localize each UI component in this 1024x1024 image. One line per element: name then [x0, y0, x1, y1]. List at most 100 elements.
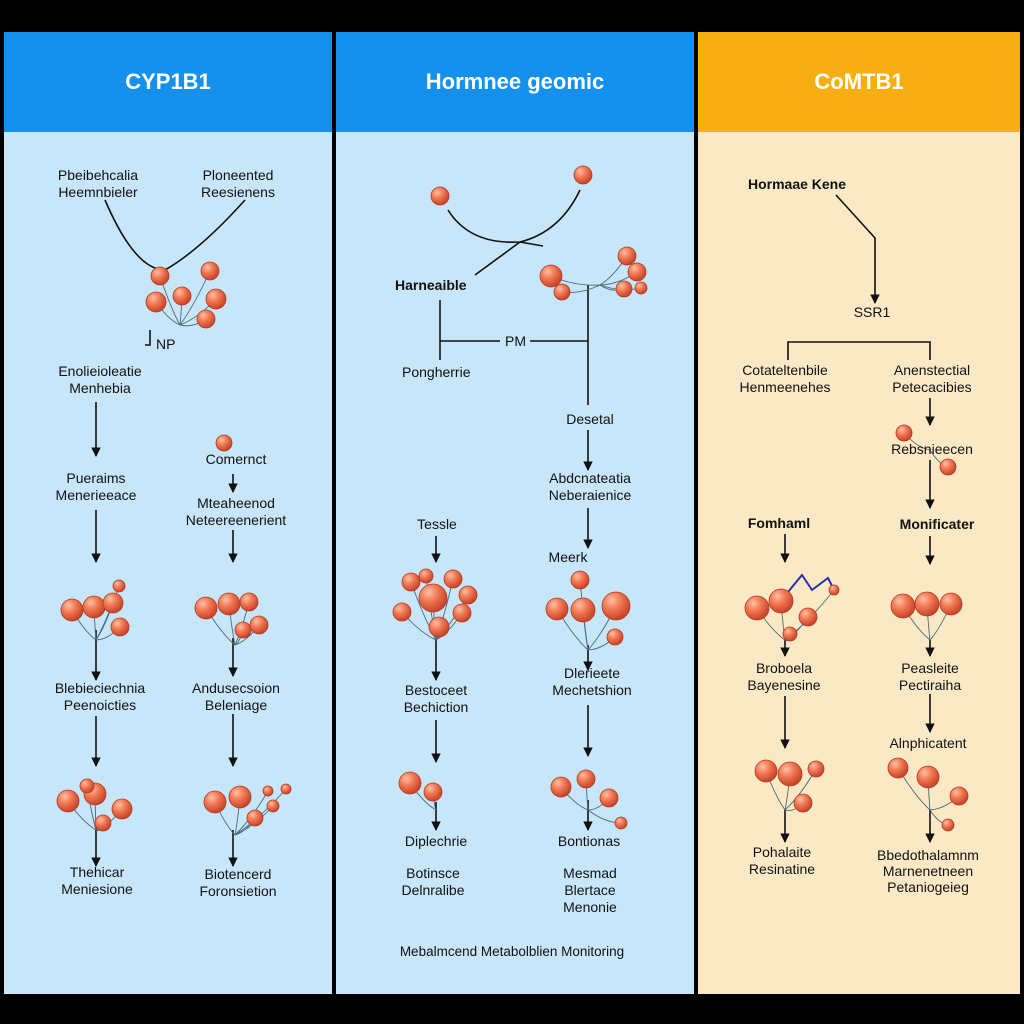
molecule-sphere — [949, 786, 969, 806]
cluster-1c — [194, 592, 269, 646]
molecule-sphere — [550, 776, 572, 798]
cluster-2b — [392, 568, 478, 641]
cluster-3b — [744, 584, 840, 642]
molecule-sphere — [601, 591, 631, 621]
molecule-sphere — [634, 281, 648, 295]
molecule-sphere — [895, 424, 913, 442]
molecule-sphere — [102, 592, 124, 614]
molecule-sphere — [94, 814, 112, 832]
panel-comtb1: CoMTB1 — [698, 32, 1020, 994]
molecule-sphere — [423, 782, 443, 802]
header-comtb1: CoMTB1 — [698, 32, 1020, 132]
header-hormone-geomic: Hormnee geomic — [336, 32, 694, 132]
molecule-sphere — [570, 570, 590, 590]
blue-link-line — [782, 573, 836, 599]
label-junction-pm: PM — [505, 333, 526, 349]
molecule-sphere — [418, 583, 448, 613]
molecule-sphere — [215, 434, 233, 452]
molecule-sphere — [887, 757, 909, 779]
cluster-1b — [60, 579, 130, 641]
molecule-sphere — [246, 809, 264, 827]
molecule-clusters — [56, 165, 969, 836]
cluster-3e — [887, 757, 969, 832]
molecule-sphere — [939, 458, 957, 476]
cluster-2a — [539, 246, 648, 301]
cluster-1a — [145, 261, 227, 329]
label-bont: Bontionas — [558, 833, 620, 849]
molecule-sphere — [939, 592, 963, 616]
molecule-sphere — [228, 785, 252, 809]
molecule-sphere — [570, 597, 596, 623]
molecule-sphere — [430, 186, 450, 206]
molecule-sphere — [110, 617, 130, 637]
label-right-2: Rebsnieecen — [891, 441, 973, 457]
label-tessle: Tessle — [417, 516, 457, 532]
molecule-sphere — [82, 595, 106, 619]
molecule-sphere — [266, 799, 280, 813]
molecule-sphere — [79, 778, 95, 794]
molecule-sphere — [941, 818, 955, 832]
cluster-2top-l — [430, 186, 450, 206]
molecule-sphere — [452, 603, 472, 623]
molecule-sphere — [239, 592, 259, 612]
molecule-sphere — [807, 760, 825, 778]
cluster-2e — [550, 769, 628, 830]
molecule-sphere — [606, 628, 624, 646]
molecule-sphere — [768, 588, 794, 614]
molecule-sphere — [249, 615, 269, 635]
label-monificater: Monificater — [900, 516, 975, 532]
label-right-1: Comernct — [206, 451, 267, 467]
molecule-sphere — [576, 769, 596, 789]
molecule-sphere — [398, 771, 422, 795]
molecule-sphere — [401, 572, 421, 592]
label-meerk: Meerk — [549, 549, 589, 565]
molecule-sphere — [203, 790, 227, 814]
molecule-sphere — [262, 785, 274, 797]
molecule-sphere — [617, 246, 637, 266]
molecule-sphere — [573, 165, 593, 185]
molecule-sphere — [150, 266, 170, 286]
label-desetal: Desetal — [566, 411, 613, 427]
cluster-1d — [56, 778, 133, 832]
molecule-sphere — [145, 291, 167, 313]
connector-lines — [91, 189, 935, 867]
label-junction-np: NP — [156, 336, 175, 352]
molecule-sphere — [615, 280, 633, 298]
cluster-2d — [398, 771, 443, 811]
cluster-1f — [215, 434, 233, 452]
header-cyp1b1: CYP1B1 — [4, 32, 332, 132]
label-fomhaml: Fomhaml — [748, 515, 810, 531]
molecule-sphere — [627, 262, 647, 282]
molecule-sphere — [539, 264, 563, 288]
molecule-sphere — [194, 596, 218, 620]
molecule-sphere — [914, 591, 940, 617]
molecule-sphere — [56, 789, 80, 813]
cluster-3c — [890, 591, 963, 641]
molecule-sphere — [280, 783, 292, 795]
molecule-sphere — [744, 595, 770, 621]
molecule-sphere — [418, 568, 434, 584]
cluster-2top-r — [573, 165, 593, 185]
molecule-sphere — [60, 598, 84, 622]
panel-hormone-geomic: Hormnee geomic — [336, 32, 694, 994]
molecule-sphere — [217, 592, 241, 616]
molecule-sphere — [112, 579, 126, 593]
molecule-sphere — [205, 288, 227, 310]
molecule-sphere — [916, 765, 940, 789]
molecule-sphere — [782, 626, 798, 642]
